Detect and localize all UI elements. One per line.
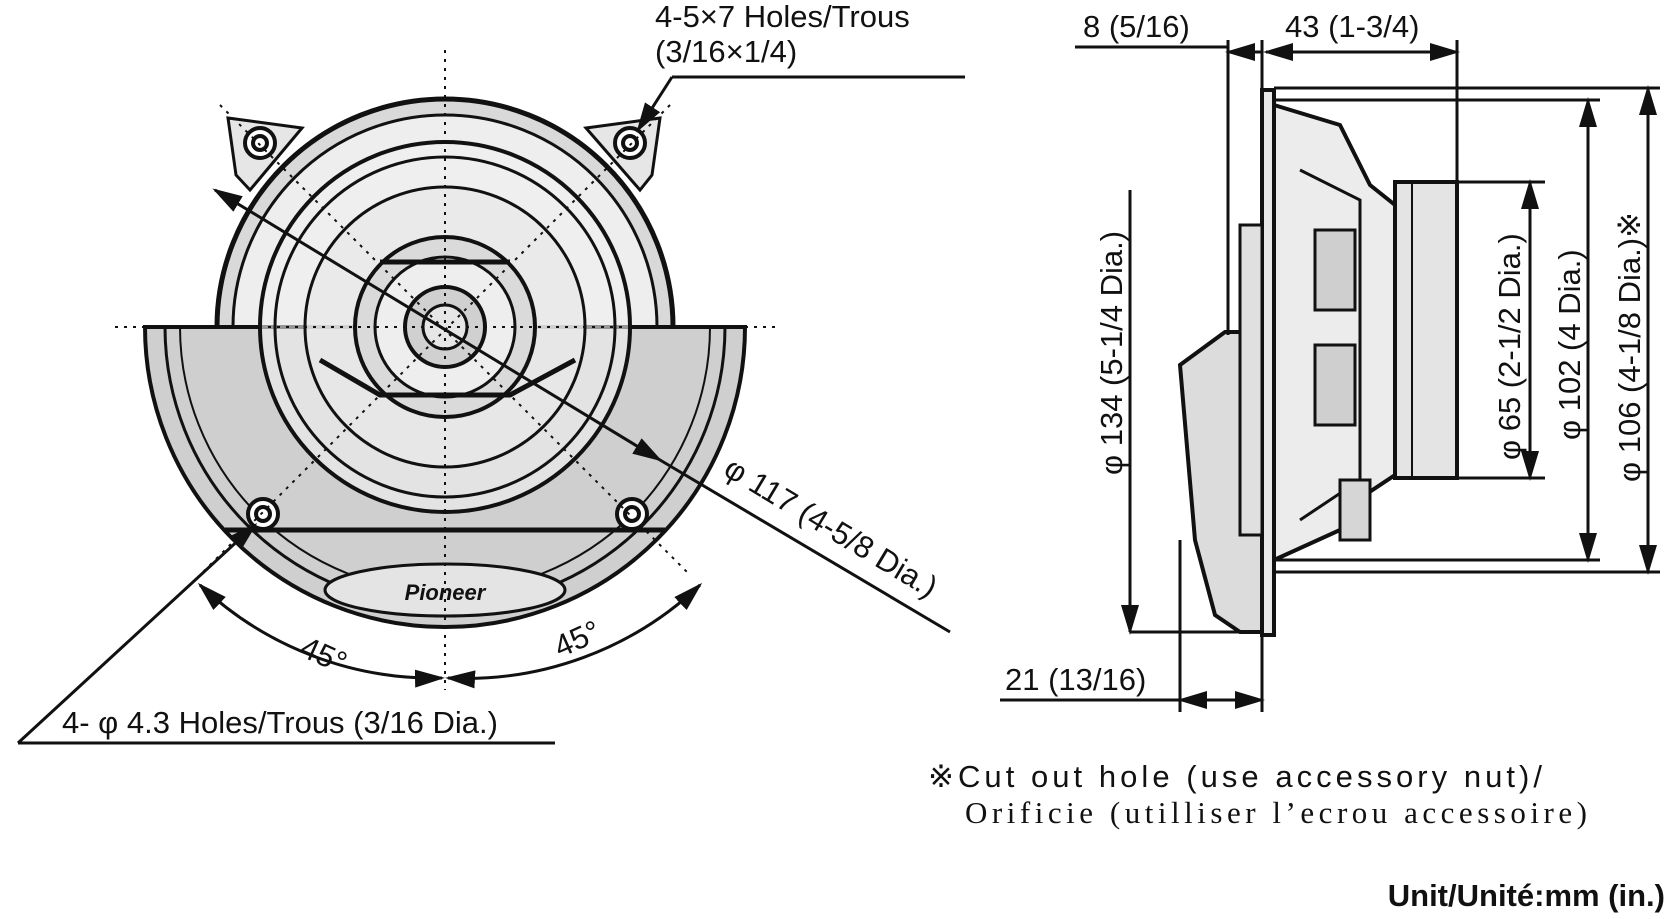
slot-holes-label-2: (3/16×1/4)	[655, 34, 797, 69]
dim-106-label: φ 106 (4-1/8 Dia.)※	[1612, 212, 1647, 482]
side-view: 8 (5/16) 43 (1-3/4) φ 134 (5-1/4 Dia.) φ…	[1000, 9, 1660, 712]
dim-21-label: 21 (13/16)	[1005, 662, 1146, 697]
magnet	[1393, 180, 1459, 480]
diameter-117-label: φ 117 (4-5/8 Dia.)	[718, 450, 943, 605]
dim-8-label: 8 (5/16)	[1083, 9, 1190, 44]
angle-right-label: 45°	[549, 613, 606, 664]
front-view: Pioneer φ 117 (4-5/8 Dia.) 4-5×7 Holes/T…	[16, 0, 965, 745]
mounting-holes	[243, 126, 649, 531]
basket	[1272, 102, 1397, 564]
dim-43-label: 43 (1-3/4)	[1285, 9, 1419, 44]
angle-left-label: 45°	[295, 629, 352, 680]
angle-arc-left	[197, 582, 445, 688]
note-line-1: ※Cut out hole (use accessory nut)/	[928, 759, 1542, 794]
diameter-117-line	[212, 188, 663, 462]
unit-label: Unit/Unité:mm (in.)	[1388, 878, 1665, 913]
dim-134-label: φ 134 (5-1/4 Dia.)	[1094, 231, 1129, 475]
dim-102-label: φ 102 (4 Dia.)	[1552, 249, 1587, 440]
angle-arc-right	[445, 582, 703, 689]
mount-holes-label: 4- φ 4.3 Holes/Trous (3/16 Dia.)	[62, 705, 498, 740]
slot-holes-label-1: 4-5×7 Holes/Trous	[655, 0, 910, 34]
dim-65-label: φ 65 (2-1/2 Dia.)	[1492, 233, 1527, 460]
note-line-2: Orificie (utilliser l’ecrou accessoire)	[965, 795, 1587, 830]
